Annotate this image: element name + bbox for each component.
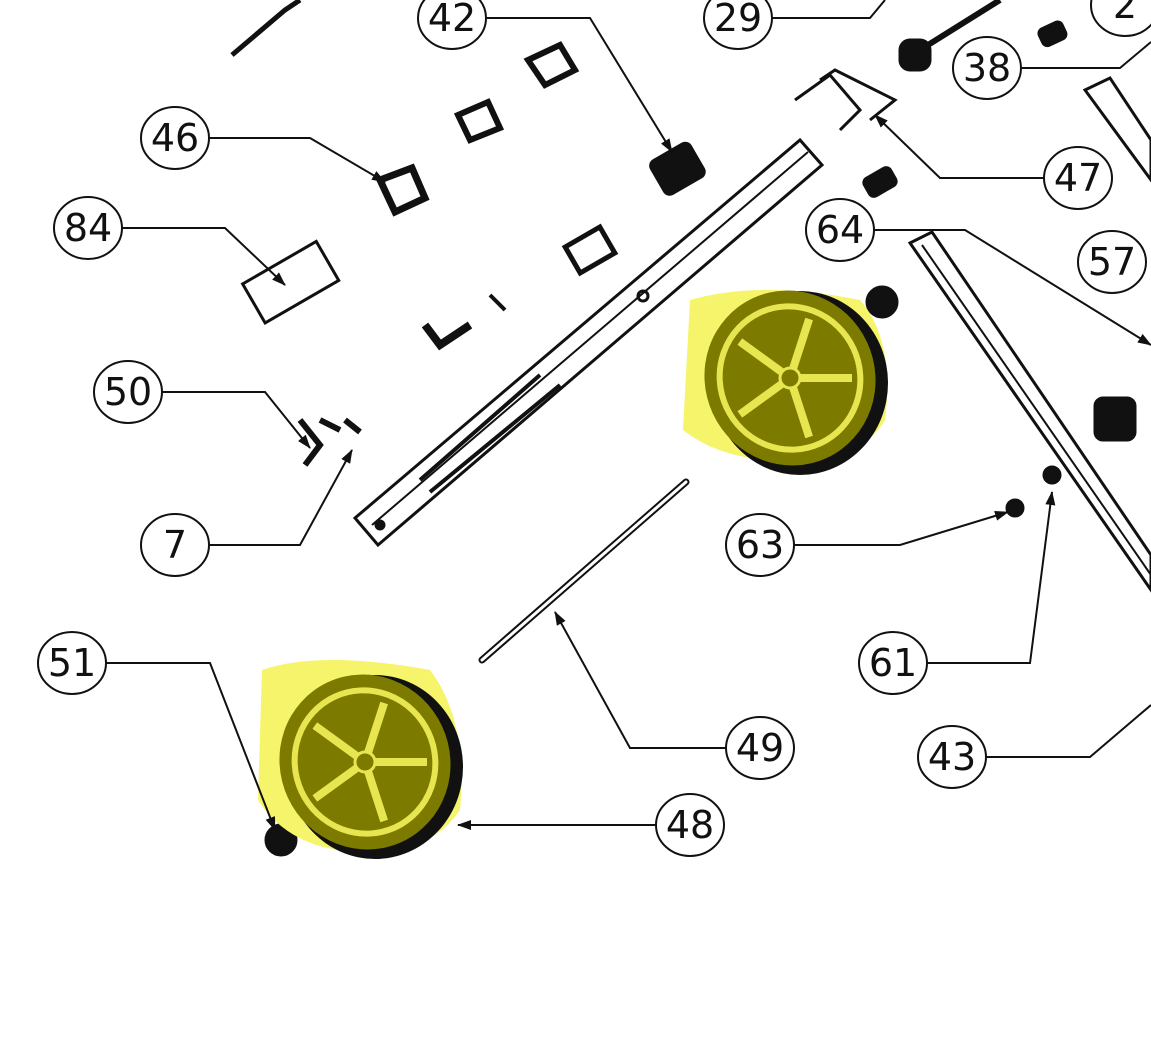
leader-line-50 (161, 391, 311, 449)
part-balloon-48[interactable]: 48 (655, 793, 725, 857)
leader-line-64 (873, 229, 1151, 346)
leader-line-47 (874, 114, 1045, 179)
wheel-lower (258, 660, 463, 859)
part-balloon-61[interactable]: 61 (858, 631, 928, 695)
leader-line-29 (771, 0, 886, 19)
part-balloon-57[interactable]: 57 (1077, 230, 1147, 294)
part-balloon-42[interactable]: 42 (417, 0, 487, 50)
leader-line-61 (926, 491, 1056, 664)
leader-line-49 (554, 611, 727, 749)
wheel-upper (683, 290, 888, 475)
part-balloon-51[interactable]: 51 (37, 631, 107, 695)
part-number: 49 (736, 726, 784, 770)
part-number: 63 (736, 523, 784, 567)
leader-line-63 (793, 511, 1009, 546)
part-balloon-2[interactable]: 2 (1090, 0, 1151, 37)
right-rail (907, 76, 1151, 593)
part-balloon-63[interactable]: 63 (725, 513, 795, 577)
part-number: 64 (816, 208, 864, 252)
part-number: 2 (1113, 0, 1137, 27)
part-number: 48 (666, 803, 714, 847)
part-balloon-7[interactable]: 7 (140, 513, 210, 577)
leader-line-51 (105, 662, 276, 831)
part-number: 38 (963, 46, 1011, 90)
leader-line-42 (485, 17, 673, 153)
part-number: 42 (428, 0, 476, 40)
part-number: 47 (1054, 156, 1102, 200)
part-balloon-64[interactable]: 64 (805, 198, 875, 262)
leader-line-7 (208, 449, 353, 546)
side-rail (352, 68, 898, 548)
part-number: 43 (928, 735, 976, 779)
part-balloon-47[interactable]: 47 (1043, 146, 1113, 210)
part-balloon-29[interactable]: 29 (703, 0, 773, 50)
part-number: 46 (151, 116, 199, 160)
part-balloon-43[interactable]: 43 (917, 725, 987, 789)
part-balloon-84[interactable]: 84 (53, 196, 123, 260)
part-number: 61 (869, 641, 917, 685)
leader-line-38 (1020, 41, 1151, 69)
part-balloon-38[interactable]: 38 (952, 36, 1022, 100)
part-balloon-50[interactable]: 50 (93, 360, 163, 424)
part-number: 7 (163, 523, 187, 567)
part-balloon-46[interactable]: 46 (140, 106, 210, 170)
part-number: 29 (714, 0, 762, 40)
part-number: 50 (104, 370, 152, 414)
leader-line-84 (121, 227, 286, 286)
leader-line-46 (208, 137, 386, 183)
part-number: 84 (64, 206, 112, 250)
part-number: 51 (48, 641, 96, 685)
part-number: 57 (1088, 240, 1136, 284)
part-balloon-49[interactable]: 49 (725, 716, 795, 780)
small-parts (230, 0, 1137, 857)
leader-line-43 (985, 704, 1151, 758)
